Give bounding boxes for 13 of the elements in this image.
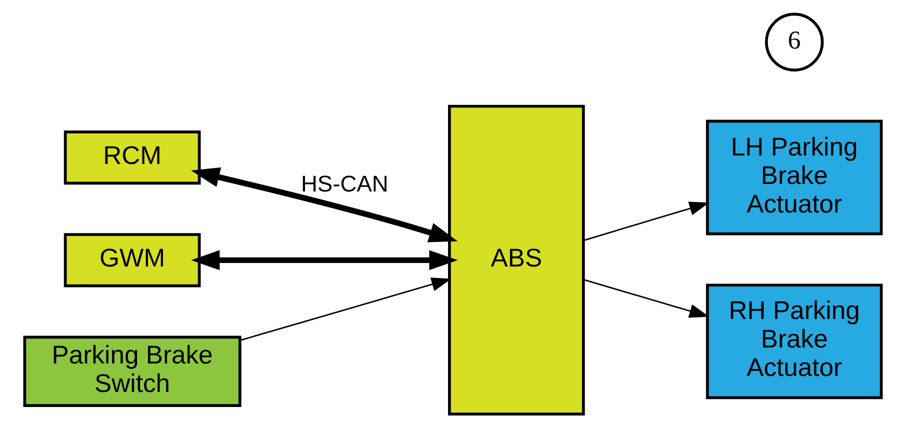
node-box: ABS <box>448 104 584 416</box>
node-box: LH Parking Brake Actuator <box>706 120 882 236</box>
arrow <box>583 202 709 242</box>
node-box: RH Parking Brake Actuator <box>706 284 882 400</box>
node-box: RCM <box>63 130 200 185</box>
arrow <box>190 250 458 270</box>
edge-label: HS-CAN <box>300 170 388 196</box>
arrow <box>190 167 458 242</box>
node-box: Parking Brake Switch <box>22 336 241 407</box>
arrow <box>583 278 709 318</box>
node-circle: 6 <box>764 12 824 72</box>
arrow <box>239 278 451 342</box>
node-box: GWM <box>63 233 200 288</box>
